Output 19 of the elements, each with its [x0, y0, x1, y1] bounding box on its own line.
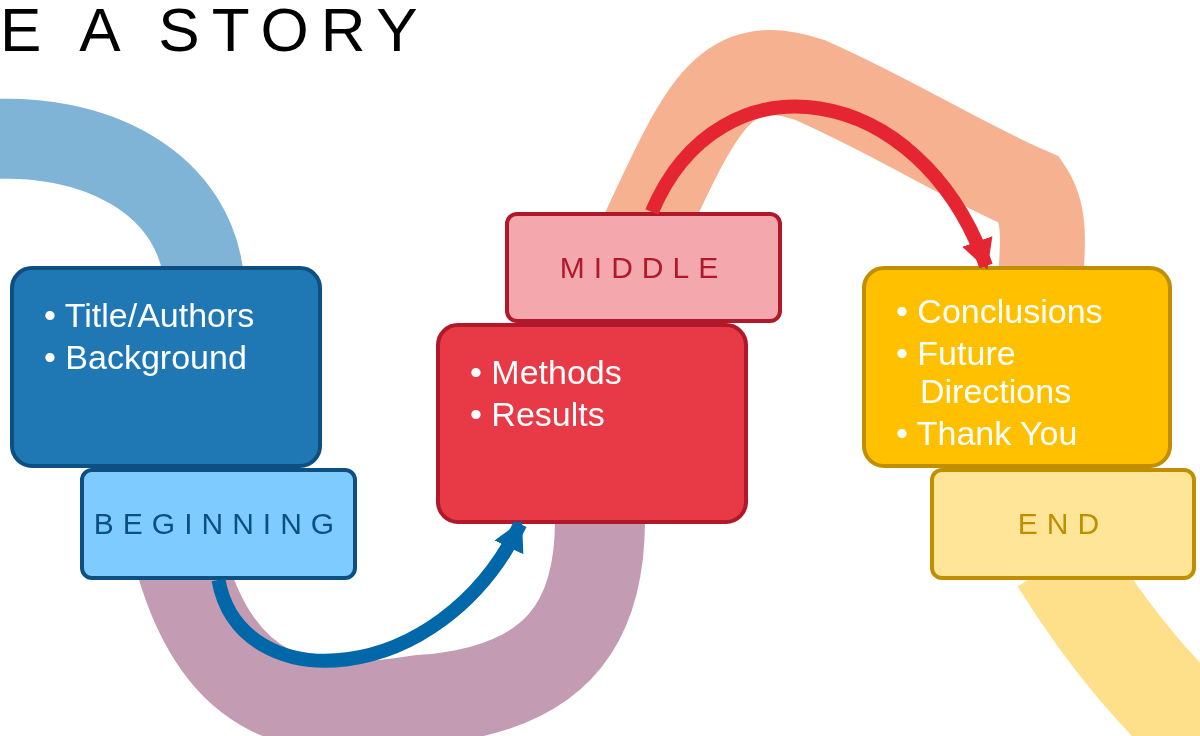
title: E A STORY	[0, 0, 430, 65]
bullet-item: • Future Directions	[896, 334, 1073, 410]
bullet-item: • Background	[44, 338, 248, 376]
content-card	[436, 323, 748, 524]
stage-label: END	[1017, 507, 1109, 541]
curved-arrow	[211, 520, 527, 668]
bullet-item: • Title/Authors	[44, 296, 256, 334]
content-card	[862, 266, 1172, 468]
curved-arrow	[645, 99, 993, 270]
bullet-item: • Thank You	[896, 414, 1079, 452]
label-tab	[930, 468, 1196, 580]
bullet-item: • Conclusions	[896, 292, 1104, 330]
label-tab	[505, 212, 782, 323]
label-tab	[80, 468, 357, 580]
stage-label: MIDDLE	[559, 250, 728, 285]
stage-label: BEGINNING	[93, 507, 344, 541]
bullet-item: • Results	[470, 395, 606, 433]
bullet-item: • Methods	[470, 353, 623, 391]
content-card	[10, 266, 322, 468]
